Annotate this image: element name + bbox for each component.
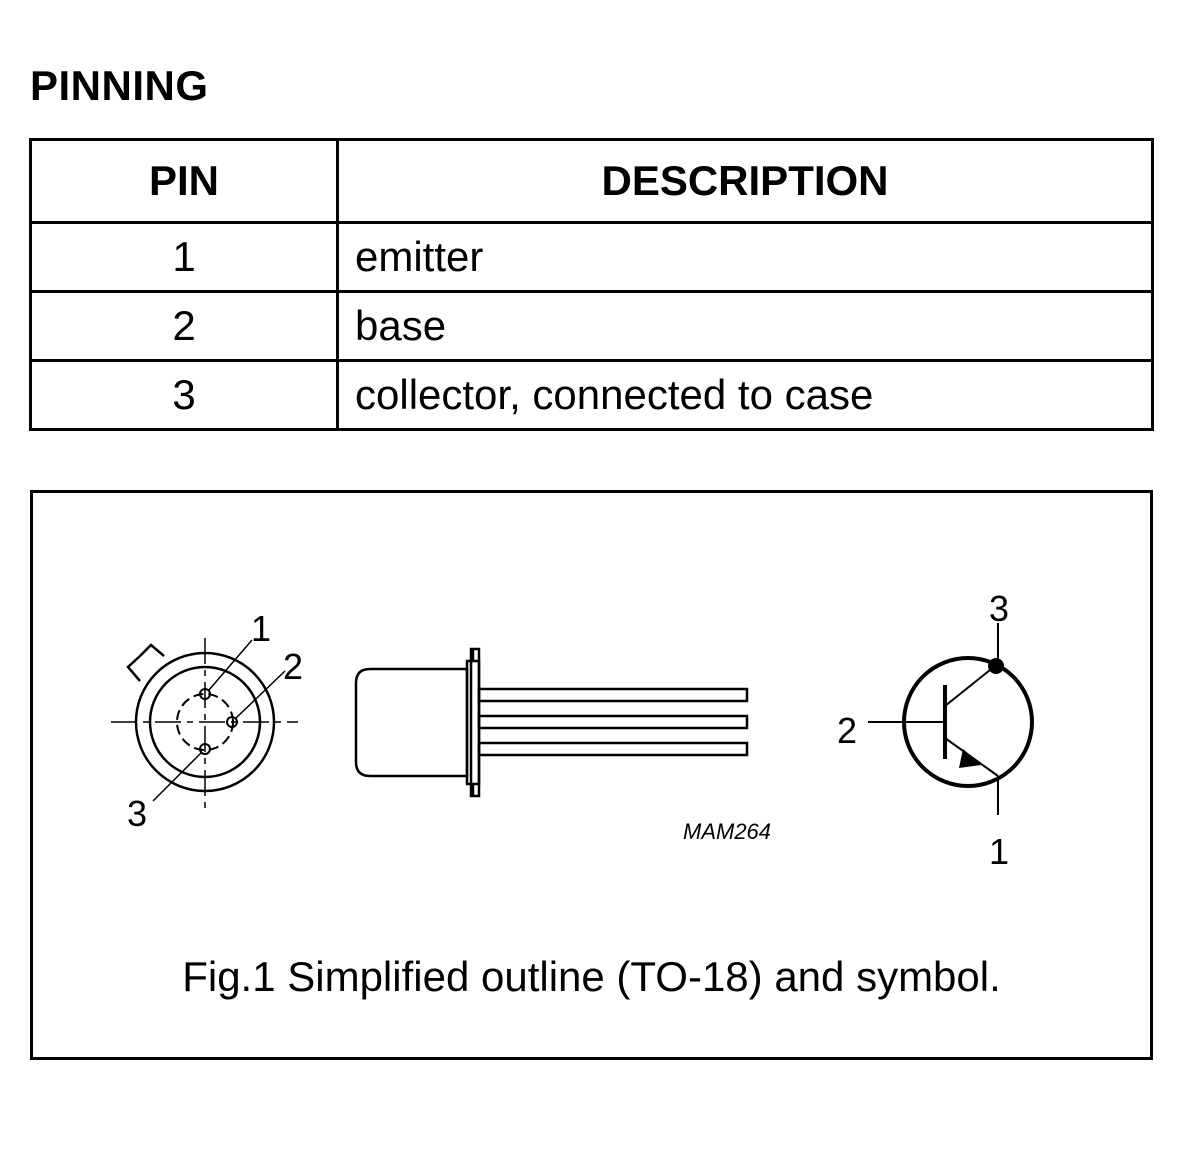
symbol-collector-label: 3 — [989, 588, 1009, 629]
figure-drawing: 1 2 3 MAM264 3 — [111, 588, 1034, 872]
pin-column-header: PIN — [29, 138, 339, 224]
pinning-table: PIN DESCRIPTION 1 emitter 2 base 3 colle… — [29, 138, 1154, 431]
pin2-leader — [235, 670, 286, 719]
case-tab-top — [139, 643, 165, 657]
to18-bottom-view — [111, 638, 298, 811]
pin-number: 3 — [29, 359, 339, 431]
pin-description: collector, connected to case — [336, 359, 1154, 431]
symbol-base-label: 2 — [837, 710, 857, 751]
outline-pin3-label: 3 — [127, 793, 147, 834]
collector-line — [944, 665, 996, 707]
table-row: 1 emitter — [29, 221, 1154, 293]
section-title: PINNING — [30, 62, 209, 109]
description-column-header: DESCRIPTION — [336, 138, 1154, 224]
lead-1 — [477, 687, 749, 703]
pin1-leader — [208, 639, 253, 691]
transistor-symbol — [868, 623, 1034, 815]
case-flange — [465, 659, 481, 786]
lead-2 — [477, 714, 749, 730]
outline-pin1-label: 1 — [251, 608, 271, 649]
drawing-code: MAM264 — [683, 819, 771, 844]
collector-junction-dot — [988, 658, 1004, 674]
figure-caption: Fig.1 Simplified outline (TO-18) and sym… — [182, 953, 1001, 1000]
case-body — [354, 667, 469, 778]
outline-pin2-label: 2 — [283, 646, 303, 687]
to18-side-view — [354, 647, 749, 798]
symbol-labels: 3 2 1 — [837, 588, 1009, 872]
pin2-hole — [226, 716, 238, 728]
emitter-arrow — [959, 749, 981, 768]
case-tab — [126, 655, 141, 682]
pin-description: emitter — [336, 221, 1154, 293]
table-row: 2 base — [29, 290, 1154, 362]
table-row: 3 collector, connected to case — [29, 359, 1154, 431]
outline-labels: 1 2 3 — [127, 608, 303, 834]
symbol-emitter-label: 1 — [989, 831, 1009, 872]
lead-3 — [477, 741, 749, 757]
pin-description: base — [336, 290, 1154, 362]
pin-number: 2 — [29, 290, 339, 362]
pin1-hole — [199, 688, 211, 700]
pin3-hole — [199, 743, 211, 755]
pin3-leader — [152, 752, 202, 802]
table-header-row: PIN DESCRIPTION — [29, 138, 1154, 224]
pin-number: 1 — [29, 221, 339, 293]
figure-box: 1 2 3 MAM264 3 — [30, 490, 1153, 1060]
